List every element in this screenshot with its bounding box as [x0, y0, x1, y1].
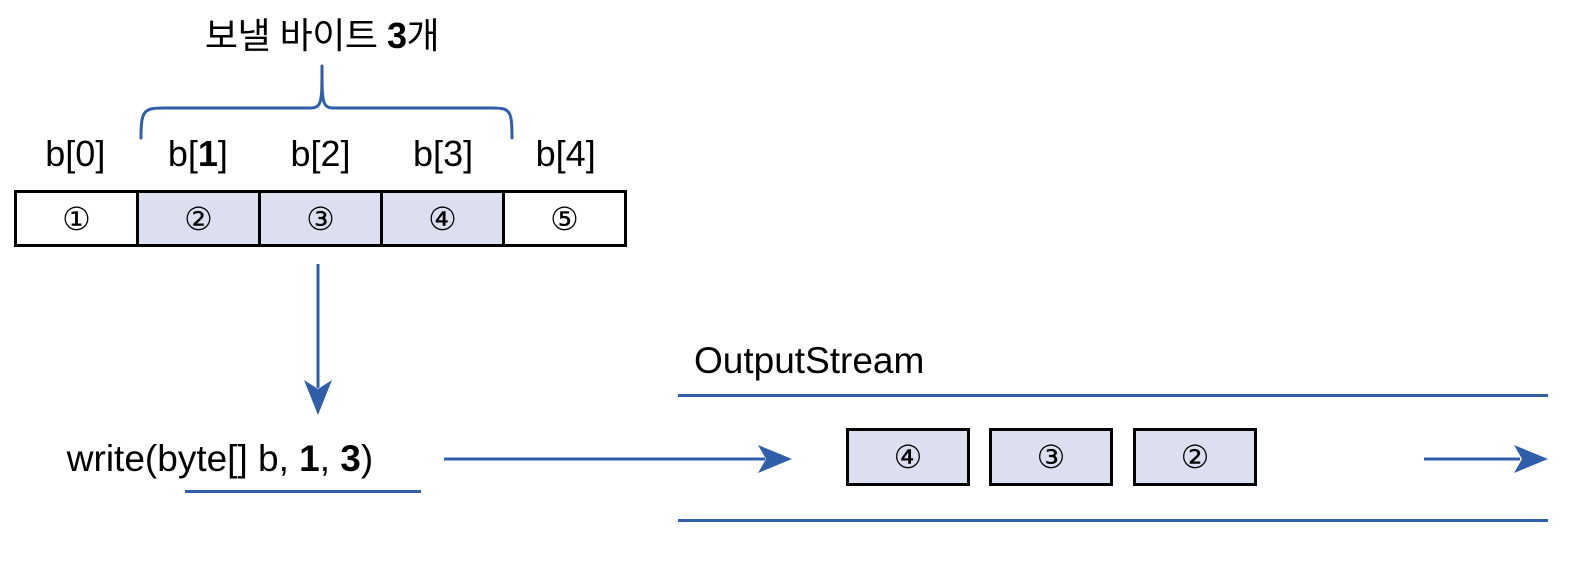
array-index-label-0: b[0]: [14, 131, 137, 181]
index-number: 2: [320, 133, 341, 174]
index-prefix: b[: [535, 133, 566, 174]
index-prefix: b[: [167, 133, 198, 174]
write-call-middle: ,: [319, 438, 341, 479]
index-number: 1: [197, 133, 218, 174]
index-number: 3: [443, 133, 464, 174]
array-index-label-1: b[1]: [137, 131, 260, 181]
write-call-length: 3: [340, 438, 361, 479]
array-index-labels: b[0] b[1] b[2] b[3] b[4]: [14, 131, 627, 181]
index-suffix: ]: [463, 133, 474, 174]
caption-suffix: 개: [406, 15, 440, 56]
stream-flow-arrow-icon: [1424, 445, 1548, 473]
index-number: 4: [565, 133, 586, 174]
write-call-offset: 1: [299, 438, 320, 479]
index-prefix: b[: [45, 133, 76, 174]
index-prefix: b[: [290, 133, 321, 174]
byte-array-cell-3: ④: [383, 193, 505, 244]
write-method-call: write(byte[] b, 1, 3): [0, 434, 440, 484]
range-brace-icon: [139, 64, 514, 140]
stream-bottom-border: [678, 519, 1548, 522]
caption-prefix: 보낼 바이트: [204, 15, 387, 56]
down-arrow-icon: [304, 264, 332, 415]
index-suffix: ]: [95, 133, 106, 174]
array-index-label-4: b[4]: [504, 131, 627, 181]
stream-byte-box-0: ④: [846, 428, 970, 486]
byte-array-cell-2: ③: [261, 193, 383, 244]
byte-array-cell-4: ⑤: [505, 193, 624, 244]
caption-count: 3: [386, 15, 407, 56]
array-index-label-3: b[3]: [382, 131, 505, 181]
write-call-underline: [185, 490, 421, 493]
index-suffix: ]: [217, 133, 228, 174]
stream-top-border: [678, 394, 1548, 397]
selected-bytes-caption: 보낼 바이트 3개: [0, 14, 644, 58]
index-suffix: ]: [585, 133, 596, 174]
byte-array-cell-0: ①: [17, 193, 139, 244]
write-call-suffix: ): [360, 438, 374, 479]
byte-array-cell-1: ②: [139, 193, 261, 244]
index-suffix: ]: [340, 133, 351, 174]
index-number: 0: [75, 133, 96, 174]
byte-array: ① ② ③ ④ ⑤: [14, 190, 627, 247]
stream-byte-box-2: ②: [1133, 428, 1257, 486]
index-prefix: b[: [413, 133, 444, 174]
array-index-label-2: b[2]: [259, 131, 382, 181]
output-stream-label: OutputStream: [694, 340, 925, 381]
stream-byte-box-1: ③: [989, 428, 1113, 486]
write-call-prefix: write(byte[] b,: [66, 438, 300, 479]
write-to-stream-arrow-icon: [444, 445, 792, 473]
